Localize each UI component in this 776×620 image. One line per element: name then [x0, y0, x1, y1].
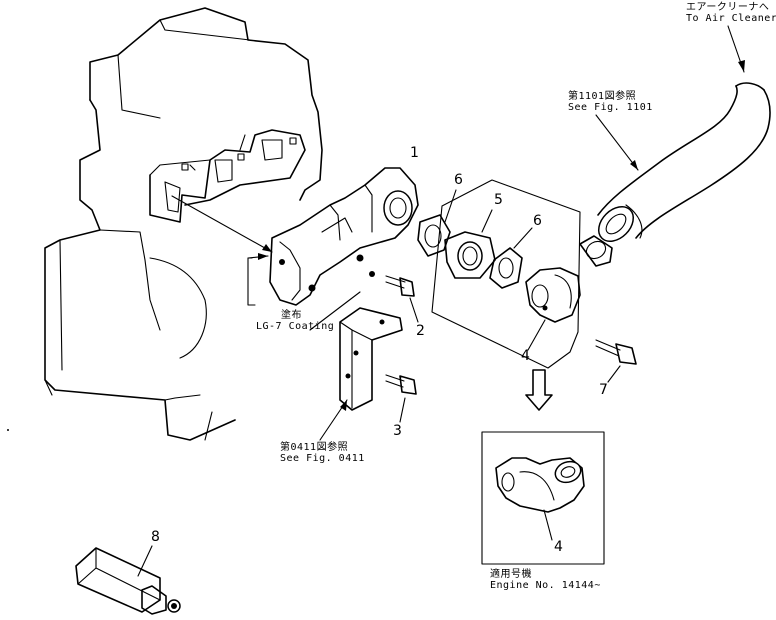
air-cleaner-en-label: To Air Cleaner	[686, 13, 776, 24]
part-number-7: 7	[599, 382, 608, 398]
part-number-3: 3	[393, 423, 402, 439]
inset-box	[481, 431, 605, 565]
coating-en-label: LG-7 Coating	[256, 321, 335, 332]
fig1101-en-label: See Fig. 1101	[568, 102, 653, 113]
outlet-group	[417, 179, 637, 411]
part-number-6-left: 6	[454, 172, 463, 188]
coating-jp-label: 塗布	[281, 310, 302, 321]
part-number-4: 4	[521, 348, 530, 364]
bracket-3	[319, 307, 417, 441]
engine-en-label: Engine No. 14144~	[490, 580, 601, 591]
part-number-2: 2	[416, 323, 425, 339]
air-cleaner-jp-label: エアークリーナへ	[686, 2, 770, 13]
bolt-2	[369, 271, 419, 323]
part-number-4-inset: 4	[554, 539, 563, 555]
fig1101-jp-label: 第1101図参照	[568, 91, 637, 102]
part-number-8: 8	[151, 529, 160, 545]
air-hose	[579, 25, 771, 267]
engine-block	[44, 7, 323, 441]
part-number-6-right: 6	[533, 213, 542, 229]
exhaust-manifold	[269, 167, 419, 306]
part-number-5: 5	[494, 192, 503, 208]
part-8	[75, 545, 181, 615]
part-number-1: 1	[410, 145, 419, 161]
fig0411-jp-label: 第0411図参照	[280, 442, 349, 453]
fig0411-en-label: See Fig. 0411	[280, 453, 365, 464]
engine-jp-label: 適用号機	[490, 569, 532, 580]
